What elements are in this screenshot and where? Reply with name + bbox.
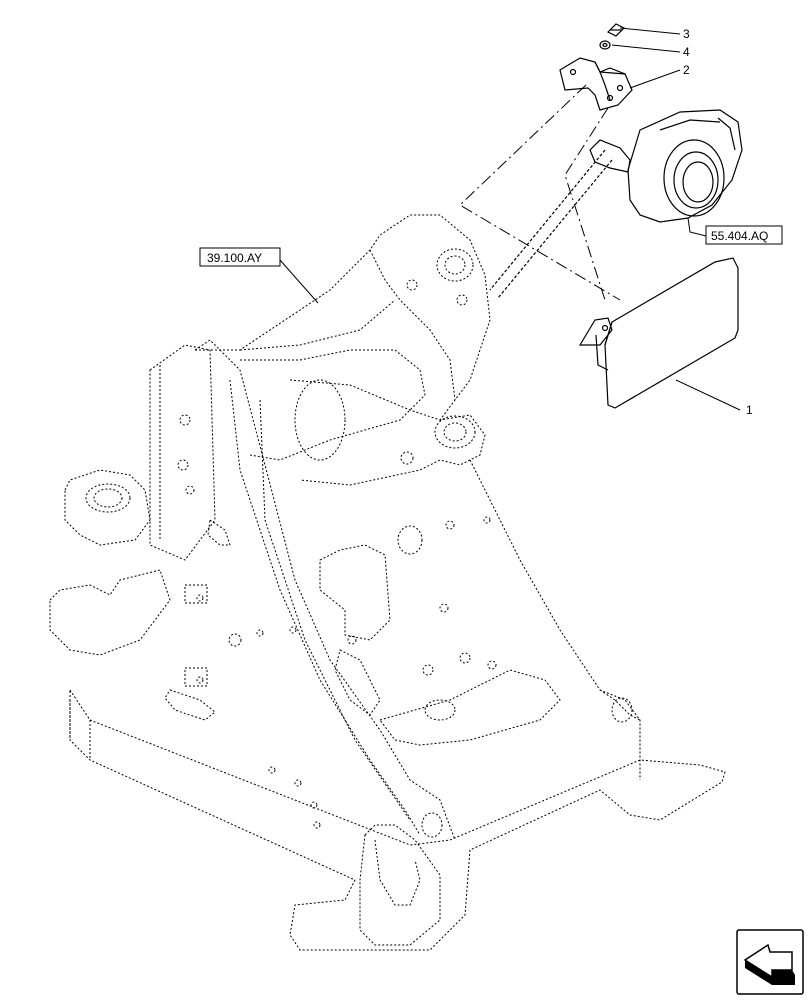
- reference-label-lamp[interactable]: 55.404.AQ: [711, 229, 768, 243]
- reference-frame[interactable]: 39.100.AY: [199, 247, 281, 267]
- reference-lamp[interactable]: 55.404.AQ: [705, 225, 783, 245]
- reference-label-frame[interactable]: 39.100.AY: [207, 251, 262, 265]
- callout-item-3: 3: [683, 27, 690, 41]
- loader-frame: [49, 214, 726, 951]
- next-page-arrow-icon[interactable]: [736, 929, 804, 995]
- leader-lines: [279, 27, 741, 411]
- callout-item-1: 1: [746, 403, 753, 417]
- reference-box[interactable]: [705, 225, 783, 245]
- plate-part-1: [578, 257, 739, 409]
- callout-item-2: 2: [683, 63, 690, 77]
- callout-item-4: 4: [683, 45, 690, 59]
- bracket-part: [559, 57, 633, 111]
- assembly-lines: [459, 84, 621, 301]
- work-lamp: [589, 109, 743, 223]
- reference-box[interactable]: [199, 247, 281, 267]
